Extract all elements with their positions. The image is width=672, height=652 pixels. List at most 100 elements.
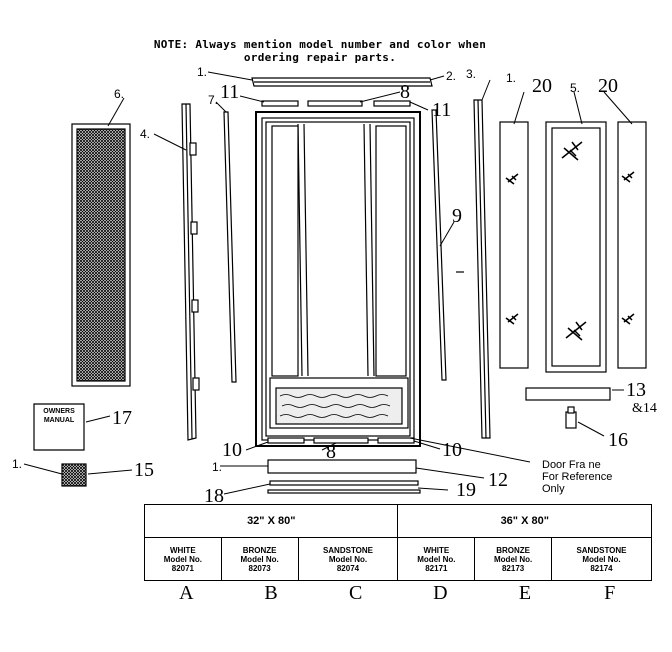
model-number: 82171 xyxy=(425,563,448,573)
callout-1-expander: 1. xyxy=(212,460,223,474)
model-number: 82071 xyxy=(171,563,194,573)
glare-mark xyxy=(565,321,587,341)
model-label: Model No. xyxy=(163,554,202,564)
model-color: WHITE xyxy=(169,545,196,555)
callout-11-right: 11 xyxy=(432,99,452,121)
callout-1-right: 1. xyxy=(506,71,517,85)
callout-20-left: 20 xyxy=(532,75,552,97)
callout-19: 19 xyxy=(456,479,476,501)
glass-panel-left xyxy=(499,121,529,369)
sweep-strip-19 xyxy=(267,489,421,494)
callout-16: 16 xyxy=(608,429,628,451)
model-letter: F xyxy=(604,582,616,604)
strip-part-8-top xyxy=(307,100,363,107)
model-label: Model No. xyxy=(494,554,533,564)
door-frame-note-line-1: Door Fra ne xyxy=(542,459,601,471)
door-frame xyxy=(255,111,421,447)
model-letter: C xyxy=(349,582,363,604)
callout-8-bottom: 8 xyxy=(326,441,336,463)
callout-11-left: 11 xyxy=(220,81,240,103)
model-letter: D xyxy=(433,582,448,604)
callout-12: 12 xyxy=(488,469,508,491)
owners-manual-label: OWNERS MANUAL xyxy=(36,407,82,425)
glare-mark xyxy=(621,171,635,183)
owners-manual-line-1: OWNERS xyxy=(43,408,75,415)
model-number: 82174 xyxy=(590,563,613,573)
callout-1-swatch: 1. xyxy=(12,457,23,471)
model-label: Model No. xyxy=(328,554,368,564)
glass-panel-right xyxy=(617,121,647,369)
kick-plate-part xyxy=(525,387,611,401)
door-frame-note-line-2: For Reference xyxy=(542,471,613,483)
callout-1-top: 1. xyxy=(197,65,208,79)
bottom-strip-10-right xyxy=(377,437,415,444)
callout-2: 2. xyxy=(446,69,457,83)
callout-10-left: 10 xyxy=(222,439,242,461)
screen-swatch-part xyxy=(61,463,87,487)
thin-rail-part-9 xyxy=(431,109,447,381)
top-expander-part xyxy=(251,77,433,87)
note-line-1: NOTE: Always mention model number and co… xyxy=(153,38,487,51)
callout-10-right: 10 xyxy=(442,439,462,461)
callout-6: 6. xyxy=(114,87,125,101)
model-label: Model No. xyxy=(240,554,279,564)
bottom-strip-10-left xyxy=(267,437,305,444)
hinge-rail-part xyxy=(181,103,200,441)
callout-13: 13 xyxy=(626,379,646,401)
ordering-note: NOTE: Always mention model number and co… xyxy=(110,38,530,64)
door-frame-note-line-3: Only xyxy=(542,483,565,495)
callout-5: 5. xyxy=(570,81,581,95)
glass-panel-center xyxy=(545,121,607,373)
glare-mark xyxy=(561,141,583,161)
size-header-36x80: 36" X 80" xyxy=(397,504,652,538)
model-letter: A xyxy=(179,582,194,604)
sweep-strip-18 xyxy=(269,480,419,486)
model-number: 82074 xyxy=(336,563,360,573)
strip-part-11-right xyxy=(373,100,411,107)
model-label: Model No. xyxy=(582,554,621,564)
callout-3: 3. xyxy=(466,67,477,81)
callout-20-right: 20 xyxy=(598,75,618,97)
model-color: SANDSTONE xyxy=(322,545,374,555)
model-letter-row: A B C D E F xyxy=(144,582,652,605)
model-color: BRONZE xyxy=(496,545,530,555)
callout-14: &14 xyxy=(632,401,657,416)
owners-manual-part xyxy=(33,403,85,451)
model-number: 82073 xyxy=(248,563,271,573)
callout-18: 18 xyxy=(204,485,224,507)
bottom-expander-part xyxy=(267,459,417,474)
glare-mark xyxy=(505,313,519,325)
bottom-strip-8 xyxy=(313,437,369,444)
door-frame-note: Door Fra ne For Reference Only xyxy=(542,459,612,495)
glare-mark xyxy=(505,173,519,185)
callout-4: 4. xyxy=(140,127,151,141)
callout-7: 7. xyxy=(208,93,219,107)
thin-rail-part-7 xyxy=(223,111,237,383)
callout-8-top: 8 xyxy=(400,81,410,103)
model-color: SANDSTONE xyxy=(576,545,627,555)
glare-mark xyxy=(621,313,635,325)
model-number: 82173 xyxy=(501,563,525,573)
touch-up-bottle-part xyxy=(565,406,577,429)
model-color: WHITE xyxy=(423,545,450,555)
model-letter: E xyxy=(518,582,532,604)
callout-17: 17 xyxy=(112,407,132,429)
callout-9: 9 xyxy=(452,205,462,227)
owners-manual-line-2: MANUAL xyxy=(43,417,75,424)
model-color: BRONZE xyxy=(242,545,277,555)
note-line-2: ordering repair parts. xyxy=(243,51,397,64)
callout-15: 15 xyxy=(134,459,154,481)
screen-panel-part xyxy=(71,123,131,387)
size-header-32x80: 32" X 80" xyxy=(143,504,399,538)
model-label: Model No. xyxy=(417,554,456,564)
strip-part-11-left xyxy=(261,100,299,107)
model-letter: B xyxy=(264,582,278,604)
